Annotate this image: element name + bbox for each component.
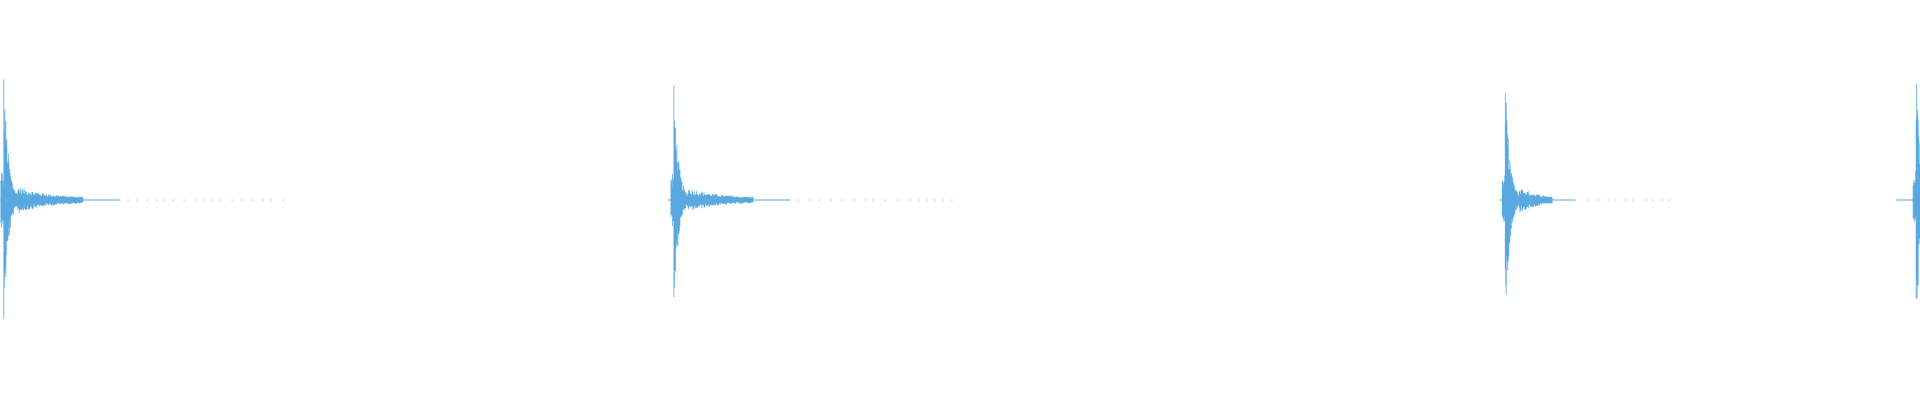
waveform-peak-4 (1912, 83, 1920, 299)
waveform-residue-dots-1 (119, 199, 284, 201)
waveform-traces (0, 79, 1920, 320)
waveform-transient-4 (1896, 83, 1920, 299)
waveform-residue-dots-3 (1574, 199, 1670, 201)
waveform-peak-3 (1501, 93, 1553, 295)
waveform-transient-1 (0, 79, 284, 320)
waveform-transient-3 (1499, 93, 1670, 295)
waveform-peak-2 (670, 85, 754, 298)
waveform-residue-dots-2 (789, 199, 953, 201)
waveform-transient-2 (667, 85, 953, 298)
waveform-peak-1 (0, 79, 84, 320)
